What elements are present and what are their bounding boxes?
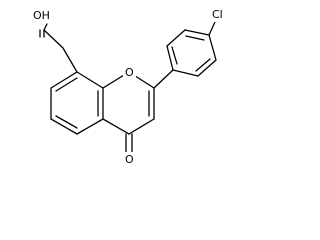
ring-oxygen-label-bg [123, 65, 136, 79]
bond-c1p-c2p-inner [171, 46, 178, 65]
bond-c5p-c6p-inner [195, 58, 211, 72]
atom-labels: OH O O Cl [31, 6, 231, 166]
bond-c1p-c2p [166, 45, 174, 71]
bond-skeleton [39, 21, 217, 153]
bond-c8-c8a [76, 71, 104, 89]
bond-c7-c8 [50, 71, 78, 89]
bond-c2p-c3p [166, 29, 186, 47]
carbonyl-oxygen-label-bg [123, 152, 136, 166]
bond-c5-c6-inner [55, 115, 78, 129]
bond-c3p-c4p [184, 29, 210, 36]
bond-c4p-cl [208, 21, 216, 36]
bond-c2-c1p [153, 69, 174, 89]
bond-c-oh [43, 23, 48, 31]
bond-c5p-c6p [197, 59, 217, 77]
ring-oxygen-label: O [125, 66, 134, 79]
hydroxyl-label: OH [33, 9, 50, 22]
bond-carboxyl-ch2 [43, 29, 64, 49]
carbonyl-oxygen-label: O [125, 153, 134, 166]
bond-c5-c6 [50, 118, 78, 135]
chlorine-label-bg [210, 6, 231, 22]
bond-c3-c4 [128, 118, 155, 135]
chemical-structure: OH O O Cl [31, 6, 231, 166]
bond-c6p-c1p [172, 69, 199, 77]
bond-c4a-c5 [76, 118, 104, 135]
bond-c7-c8-inner [55, 77, 78, 92]
bond-c4p-c5p [208, 34, 217, 61]
hydroxyl-label-bg [31, 8, 53, 22]
chlorine-label: Cl [212, 8, 223, 21]
bond-ch2-c8 [62, 47, 78, 73]
bond-c4-c4a [102, 118, 130, 135]
bond-c3p-c4p-inner [185, 35, 205, 41]
